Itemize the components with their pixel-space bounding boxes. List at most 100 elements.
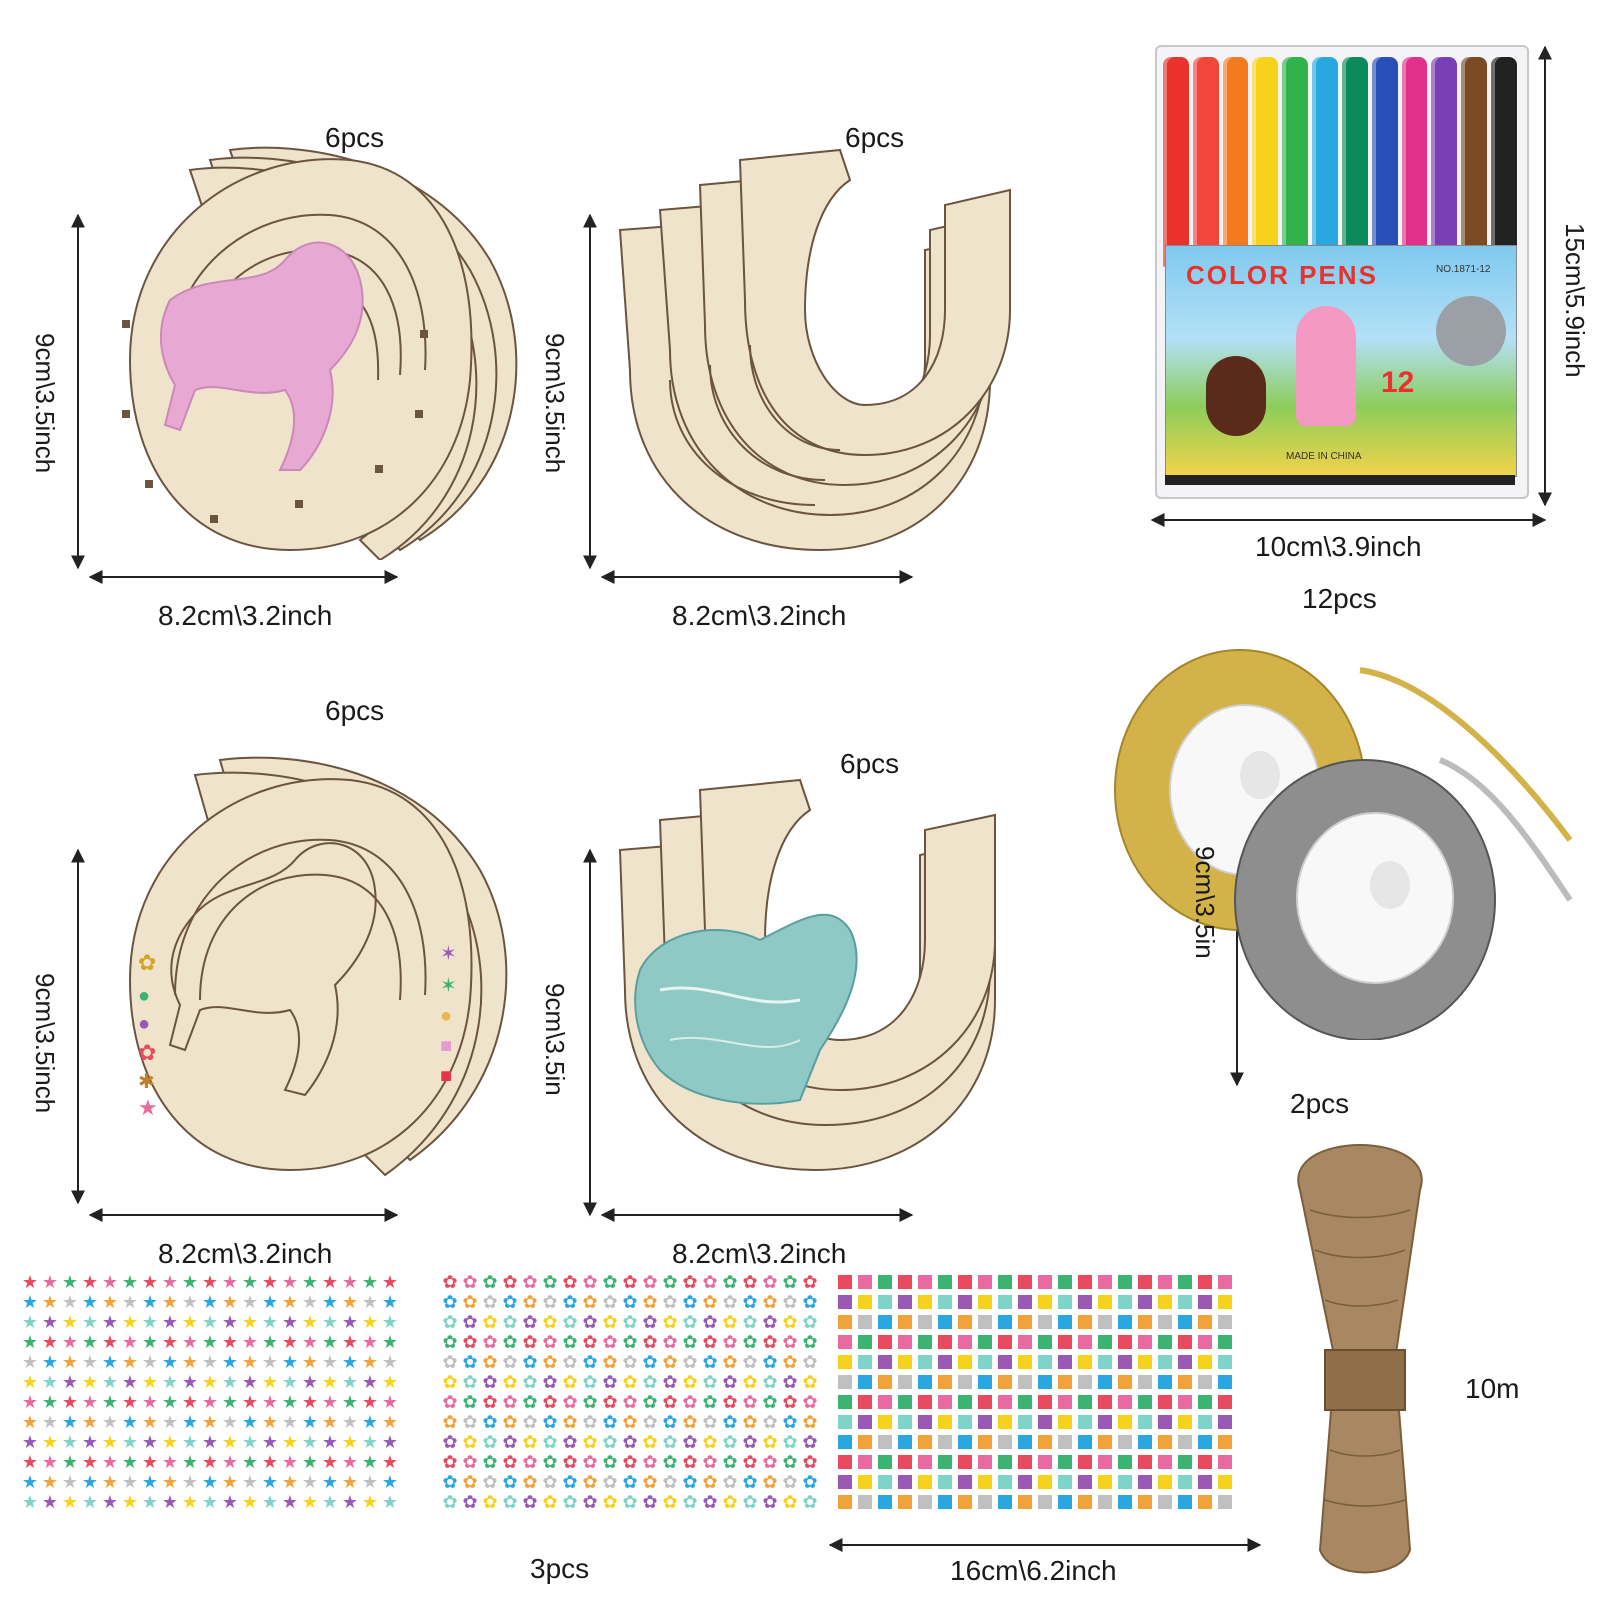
pens-qty: 12pcs bbox=[1302, 583, 1377, 614]
rhinestone-gem bbox=[958, 1275, 972, 1289]
rhinestone-gem: ★ bbox=[342, 1332, 358, 1352]
rhinestone-gem: ★ bbox=[242, 1292, 258, 1312]
rhinestone-gem: ★ bbox=[242, 1452, 258, 1472]
rhinestone-gem: ✿ bbox=[742, 1412, 757, 1432]
rhinestone-gem bbox=[958, 1415, 972, 1429]
rhinestone-gem: ✿ bbox=[702, 1492, 717, 1512]
rhinestone-gem: ★ bbox=[42, 1472, 58, 1492]
rhinestone-gem: ★ bbox=[262, 1272, 278, 1292]
rhinestone-gem bbox=[1198, 1455, 1212, 1469]
rhinestone-gem: ★ bbox=[382, 1292, 398, 1312]
svg-text:★: ★ bbox=[138, 1095, 158, 1120]
rhinestone-gem: ★ bbox=[282, 1312, 298, 1332]
rhinestone-gem bbox=[858, 1355, 872, 1369]
rhinestone-gem: ✿ bbox=[502, 1372, 517, 1392]
rhinestone-gem: ★ bbox=[22, 1352, 38, 1372]
rhinestone-gem: ★ bbox=[282, 1472, 298, 1492]
rhinestone-gem: ★ bbox=[142, 1292, 158, 1312]
rhinestone-gem: ✿ bbox=[642, 1452, 657, 1472]
rhinestone-gem: ✿ bbox=[742, 1432, 757, 1452]
rhinestone-gem bbox=[998, 1375, 1012, 1389]
rhinestone-gem bbox=[1098, 1455, 1112, 1469]
rhinestone-gem: ✿ bbox=[622, 1392, 637, 1412]
rhinestone-gem bbox=[1218, 1415, 1232, 1429]
rhinestone-gem: ✿ bbox=[622, 1292, 637, 1312]
rhinestone-gem bbox=[1098, 1355, 1112, 1369]
ribbons-height: 9cm\3.5in bbox=[1190, 846, 1220, 959]
rhinestone-gem bbox=[878, 1435, 892, 1449]
rhinestone-gem: ✿ bbox=[702, 1352, 717, 1372]
rhinestone-gem: ✿ bbox=[482, 1332, 497, 1352]
rhinestone-gem: ✿ bbox=[522, 1452, 537, 1472]
rhinestone-gem: ★ bbox=[222, 1372, 238, 1392]
rhinestone-gem: ✿ bbox=[462, 1432, 477, 1452]
rhinestone-gem: ✿ bbox=[622, 1432, 637, 1452]
rhinestone-gem: ✿ bbox=[502, 1332, 517, 1352]
rhinestone-gem bbox=[998, 1275, 1012, 1289]
rhinestone-gem: ✿ bbox=[622, 1472, 637, 1492]
rhinestone-gem bbox=[938, 1495, 952, 1509]
rhinestone-gem bbox=[1118, 1395, 1132, 1409]
rhinestone-gem: ✿ bbox=[462, 1312, 477, 1332]
rhinestone-gem: ★ bbox=[62, 1272, 78, 1292]
rhinestone-gem: ✿ bbox=[782, 1312, 797, 1332]
rhinestone-gem bbox=[878, 1375, 892, 1389]
rhinestone-gem: ★ bbox=[42, 1452, 58, 1472]
rhinestone-gem: ★ bbox=[302, 1432, 318, 1452]
rhinestone-gem: ★ bbox=[302, 1492, 318, 1512]
rhinestone-gem bbox=[858, 1295, 872, 1309]
rhinestone-gem: ✿ bbox=[742, 1272, 757, 1292]
rhinestone-gem: ✿ bbox=[582, 1352, 597, 1372]
rhinestone-gem: ✿ bbox=[782, 1292, 797, 1312]
rhinestone-gem: ✿ bbox=[562, 1332, 577, 1352]
rhinestone-gem: ★ bbox=[342, 1392, 358, 1412]
rhinestone-gem bbox=[1098, 1275, 1112, 1289]
rhinestone-gem: ✿ bbox=[542, 1472, 557, 1492]
rhinestone-gem: ✿ bbox=[522, 1372, 537, 1392]
rhinestone-gem: ✿ bbox=[662, 1432, 677, 1452]
rhinestone-gem: ★ bbox=[342, 1272, 358, 1292]
rhinestone-gem: ✿ bbox=[602, 1332, 617, 1352]
svg-text:■: ■ bbox=[440, 1035, 452, 1057]
rhinestone-gem bbox=[878, 1455, 892, 1469]
rhinestone-gem bbox=[898, 1375, 912, 1389]
rhinestone-gem: ★ bbox=[22, 1432, 38, 1452]
rhinestone-gem: ★ bbox=[22, 1372, 38, 1392]
rhinestone-gem: ★ bbox=[262, 1332, 278, 1352]
svg-text:✱: ✱ bbox=[138, 1071, 155, 1093]
rhinestone-gem: ★ bbox=[182, 1372, 198, 1392]
rhinestone-gem: ✿ bbox=[562, 1412, 577, 1432]
rhinestone-gem bbox=[918, 1455, 932, 1469]
rhinestone-gem bbox=[1138, 1315, 1152, 1329]
rhinestone-gem: ★ bbox=[42, 1312, 58, 1332]
rhinestone-gem: ★ bbox=[162, 1332, 178, 1352]
rhinestone-gem: ★ bbox=[302, 1392, 318, 1412]
rhinestone-gem: ✿ bbox=[482, 1412, 497, 1432]
rhinestone-gem: ✿ bbox=[602, 1372, 617, 1392]
svg-text:✿: ✿ bbox=[138, 1040, 156, 1065]
rhinestone-gem: ✿ bbox=[642, 1292, 657, 1312]
rhinestone-gem bbox=[938, 1335, 952, 1349]
rhinestone-gem: ✿ bbox=[742, 1292, 757, 1312]
rhinestone-gem: ✿ bbox=[682, 1352, 697, 1372]
rhinestone-gem: ✿ bbox=[702, 1432, 717, 1452]
rhinestone-gem: ✿ bbox=[642, 1432, 657, 1452]
rhinestone-gem: ★ bbox=[202, 1452, 218, 1472]
rhinestone-gem: ✿ bbox=[502, 1472, 517, 1492]
rhinestone-gem bbox=[1198, 1475, 1212, 1489]
rhinestone-gem: ★ bbox=[162, 1492, 178, 1512]
rhinestone-gem bbox=[898, 1475, 912, 1489]
rhinestone-gem: ★ bbox=[342, 1472, 358, 1492]
rhinestone-gem bbox=[1138, 1415, 1152, 1429]
rhinestone-gem bbox=[1118, 1475, 1132, 1489]
rhinestone-gem bbox=[1078, 1295, 1092, 1309]
rhinestone-gem: ★ bbox=[342, 1352, 358, 1372]
rhinestone-gem: ✿ bbox=[482, 1292, 497, 1312]
rhinestone-sheet-stars: ★★★★★★★★★★★★★★★★★★★★★★★★★★★★★★★★★★★★★★★★… bbox=[20, 1272, 402, 1522]
rhinestone-gem bbox=[1158, 1315, 1172, 1329]
rhinestone-gem: ★ bbox=[362, 1352, 378, 1372]
rhinestone-gem: ★ bbox=[102, 1432, 118, 1452]
rhinestone-gem: ✿ bbox=[682, 1312, 697, 1332]
rhinestone-gem: ✿ bbox=[442, 1432, 457, 1452]
rhinestone-gem bbox=[1058, 1415, 1072, 1429]
